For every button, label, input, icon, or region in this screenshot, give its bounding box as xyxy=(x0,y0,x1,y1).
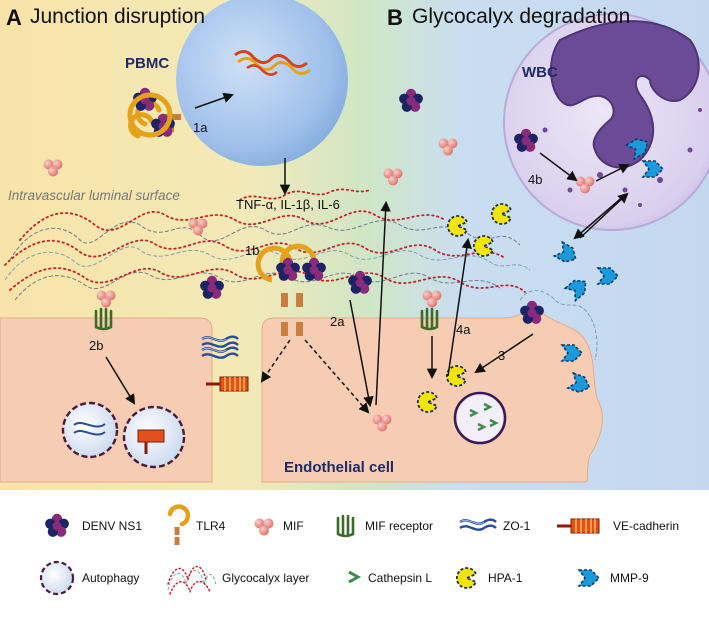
step-3-label: 3 xyxy=(498,348,506,363)
legend-autophagy-label: Autophagy xyxy=(82,571,140,585)
autophagy-vesicles xyxy=(61,401,186,469)
step-2b-label: 2b xyxy=(89,338,104,353)
endothelial-cell-label: Endothelial cell xyxy=(284,459,395,476)
legend-autophagy-icon xyxy=(39,560,75,596)
step-1a-label: 1a xyxy=(193,120,208,135)
panel-b-letter: B xyxy=(387,5,403,30)
legend-hpa1-label: HPA-1 xyxy=(488,571,523,585)
panel-a-title: Junction disruption xyxy=(30,5,206,28)
pathway-arrows xyxy=(105,152,630,414)
legend-glycocalyx-icon xyxy=(167,565,217,595)
panel-b-title: Glycocalyx degradation xyxy=(412,5,631,28)
legend-tlr4-icon xyxy=(167,504,191,545)
legend-zo1-label: ZO-1 xyxy=(503,519,531,533)
legend-ve-cadherin-label: VE-cadherin xyxy=(613,519,680,533)
pbmc-cell xyxy=(176,0,348,166)
endothelial-cell-left xyxy=(0,317,213,483)
arrow-1a xyxy=(194,92,234,109)
step-4b-label: 4b xyxy=(528,172,543,187)
legend-ns1-label: DENV NS1 xyxy=(82,519,143,533)
legend-mif-label: MIF xyxy=(283,519,304,533)
panel-a-letter: A xyxy=(6,5,22,30)
step-4a-label: 4a xyxy=(456,322,471,337)
legend-mif-receptor-label: MIF receptor xyxy=(365,519,434,533)
step-1b-label: 1b xyxy=(245,243,260,258)
tlr4-ns1-cluster-pbmc xyxy=(127,87,181,137)
pbmc-label: PBMC xyxy=(125,55,170,72)
cytokines-label: TNF-α, IL-1β, IL-6 xyxy=(236,197,340,212)
glycocalyx-layer xyxy=(4,188,598,361)
legend-cathepsin-l-icon xyxy=(348,570,362,584)
wbc-label: WBC xyxy=(522,64,558,81)
dna-strand xyxy=(234,50,308,68)
legend-cathepsin-l-label: Cathepsin L xyxy=(368,571,433,585)
tlr4-ns1-cluster-endothelial xyxy=(255,243,326,336)
legend-icons xyxy=(39,504,601,596)
step-2a-label: 2a xyxy=(330,314,345,329)
legend-glycocalyx-label: Glycocalyx layer xyxy=(222,571,310,585)
wbc-cell xyxy=(503,13,709,231)
legend-mmp9-label: MMP-9 xyxy=(610,571,649,585)
legend-tlr4-label: TLR4 xyxy=(196,519,226,533)
luminal-surface-label: Intravascular luminal surface xyxy=(8,188,180,203)
cathepsin-vesicle xyxy=(453,391,507,445)
wbc-nucleus xyxy=(549,20,700,169)
